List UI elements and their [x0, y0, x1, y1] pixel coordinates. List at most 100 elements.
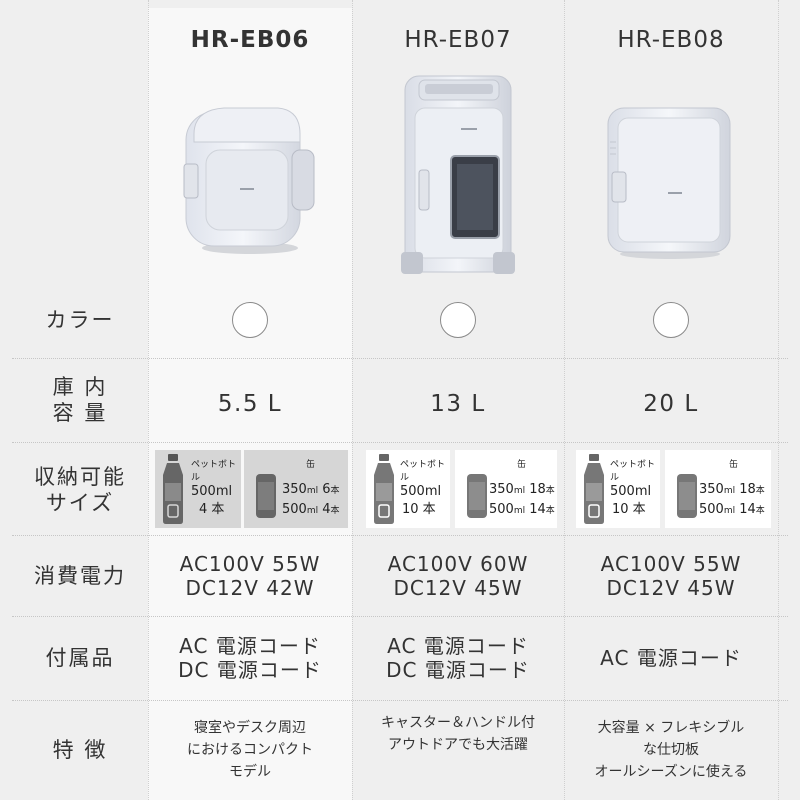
row-divider [12, 442, 788, 443]
row-divider [12, 358, 788, 359]
ml-unit: ml [306, 486, 319, 496]
pet-bottle-count: 10 本 [402, 502, 436, 517]
accessories-value: AC 電源コード DC 電源コード [148, 630, 352, 686]
color-swatch-white[interactable] [232, 302, 268, 338]
model-name-hr-eb08: HR-EB08 [617, 27, 725, 53]
row-label-capacity-line1: 庫 内 [52, 375, 108, 399]
can-box: 缶 350ml 18本 500ml 14本 [665, 450, 771, 528]
can-350-size: 350 [282, 482, 307, 497]
color-cell [564, 300, 778, 340]
color-cell [352, 300, 564, 340]
pet-bottle-box: ペットボトル 500ml 4 本 [155, 450, 241, 528]
feature-line: アウトドアでも大活躍 [388, 737, 528, 753]
pet-bottle-icon [584, 454, 604, 524]
row-label-capacity: 庫 内 容 量 [12, 372, 148, 428]
can-500-count: 14 [739, 502, 756, 517]
accessory-item: DC 電源コード [386, 658, 530, 682]
can-350-count: 6 [322, 482, 331, 497]
hon-unit: 本 [755, 486, 765, 496]
column-divider [352, 0, 353, 800]
row-label-features: 特 徴 [52, 738, 108, 762]
color-cell [148, 300, 352, 340]
capacity-value: 20 L [643, 391, 699, 417]
accessories-value: AC 電源コード [564, 630, 778, 686]
hon-unit: 本 [330, 486, 340, 496]
can-500-count: 4 [322, 502, 331, 517]
accessory-item: DC 電源コード [178, 658, 322, 682]
ml-unit: ml [723, 486, 736, 496]
pet-bottle-label: ペットボトル [191, 460, 237, 483]
accessory-item: AC 電源コード [387, 634, 529, 658]
pet-bottle-box: ペットボトル 500ml 10 本 [366, 450, 450, 528]
can-box: 缶 350ml 6本 500ml 4本 [244, 450, 348, 528]
can-500-size: 500 [282, 502, 307, 517]
can-icon [256, 474, 276, 518]
color-swatch-white[interactable] [440, 302, 476, 338]
feature-line: キャスター＆ハンドル付 [381, 715, 535, 731]
can-500-count: 14 [529, 502, 546, 517]
product-image-hr-eb07 [401, 75, 515, 274]
power-ac: AC100V 55W [179, 552, 321, 576]
power-dc: DC12V 42W [185, 576, 315, 600]
row-divider [12, 535, 788, 536]
color-swatch-white[interactable] [653, 302, 689, 338]
row-divider [12, 616, 788, 617]
can-350-row: 350ml 18本 [489, 480, 555, 501]
hon-unit: 本 [330, 506, 340, 516]
feature-line: におけるコンパクト [187, 742, 313, 758]
hon-unit: 本 [755, 506, 765, 516]
features-value: 寝室やデスク周辺 におけるコンパクト モデル [148, 712, 352, 788]
can-icon [467, 474, 487, 518]
feature-line: 寝室やデスク周辺 [194, 720, 306, 736]
capacity-value: 13 L [430, 391, 486, 417]
can-box: 缶 350ml 18本 500ml 14本 [455, 450, 557, 528]
power-ac: AC100V 60W [387, 552, 529, 576]
capacity-value: 5.5 L [217, 391, 283, 417]
can-350-row: 350ml 6本 [282, 480, 340, 501]
pet-bottle-size: 500ml [400, 484, 442, 499]
features-value: キャスター＆ハンドル付 アウトドアでも大活躍 [352, 706, 564, 762]
power-ac: AC100V 55W [600, 552, 742, 576]
pet-bottle-icon [374, 454, 394, 524]
can-350-size: 350 [699, 482, 724, 497]
can-350-count: 18 [529, 482, 546, 497]
feature-line: オールシーズンに使える [594, 764, 748, 780]
accessories-value: AC 電源コード DC 電源コード [352, 630, 564, 686]
product-image-hr-eb08 [607, 107, 731, 259]
power-value: AC100V 55W DC12V 42W [148, 548, 352, 604]
ml-unit: ml [513, 486, 526, 496]
can-500-row: 500ml 4本 [282, 500, 340, 521]
accessory-item: AC 電源コード [600, 646, 742, 670]
pet-bottle-box: ペットボトル 500ml 10 本 [576, 450, 660, 528]
row-label-storage: 収納可能 サイズ [12, 462, 148, 518]
can-icon [677, 474, 697, 518]
row-label-storage-line1: 収納可能 [34, 465, 126, 489]
can-label: 缶 [306, 460, 316, 470]
pet-bottle-size: 500ml [191, 484, 233, 499]
pet-bottle-count: 10 本 [612, 502, 646, 517]
can-350-count: 18 [739, 482, 756, 497]
pet-bottle-size: 500ml [610, 484, 652, 499]
power-value: AC100V 60W DC12V 45W [352, 548, 564, 604]
pet-bottle-icon [163, 454, 183, 524]
row-label-accessories: 付属品 [45, 646, 115, 670]
can-500-row: 500ml 14本 [489, 500, 555, 521]
can-label: 缶 [729, 460, 739, 470]
pet-bottle-count: 4 本 [199, 502, 225, 517]
model-name-hr-eb06: HR-EB06 [190, 27, 310, 53]
ml-unit: ml [513, 506, 526, 516]
hon-unit: 本 [545, 506, 555, 516]
features-value: 大容量 × フレキシブル な仕切板 オールシーズンに使える [564, 712, 778, 788]
can-500-row: 500ml 14本 [699, 500, 765, 521]
accessory-item: AC 電源コード [179, 634, 321, 658]
ml-unit: ml [306, 506, 319, 516]
feature-line: 大容量 × フレキシブル [597, 720, 745, 736]
row-label-color: カラー [45, 308, 115, 332]
can-label: 缶 [517, 460, 527, 470]
product-image-hr-eb06 [183, 107, 315, 254]
can-350-size: 350 [489, 482, 514, 497]
hon-unit: 本 [545, 486, 555, 496]
column-divider [564, 0, 565, 800]
row-label-capacity-line2: 容 量 [52, 401, 108, 425]
row-divider [12, 700, 788, 701]
